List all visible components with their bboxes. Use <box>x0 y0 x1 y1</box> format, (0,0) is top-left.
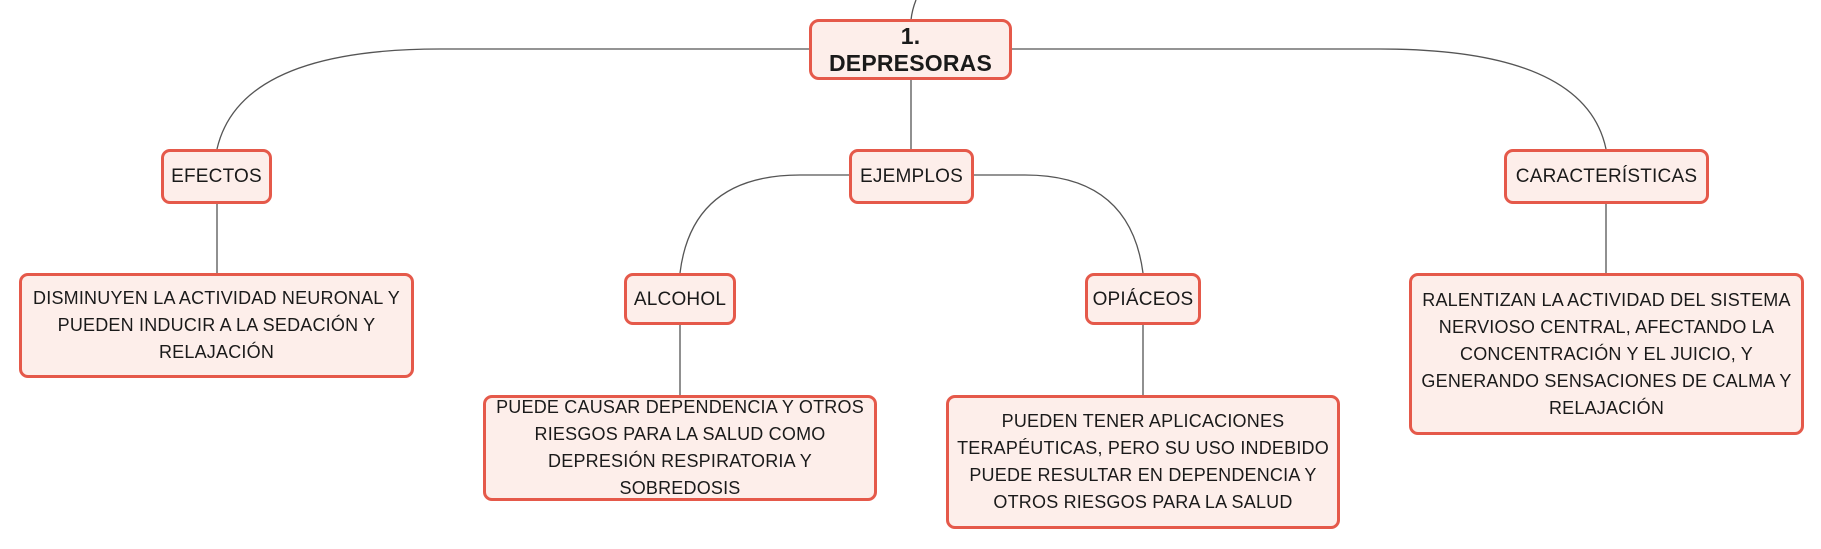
efectos-description: DISMINUYEN LA ACTIVIDAD NEURONAL Y PUEDE… <box>33 288 400 362</box>
efectos-label: EFECTOS <box>171 166 262 187</box>
caracteristicas-description-node[interactable]: RALENTIZAN LA ACTIVIDAD DEL SISTEMA NERV… <box>1409 273 1804 435</box>
connector-ejemplos-alcohol <box>679 174 852 274</box>
connector-parent-to-root <box>910 0 917 21</box>
caracteristicas-label: CARACTERÍSTICAS <box>1515 166 1698 187</box>
alcohol-description-node[interactable]: PUEDE CAUSAR DEPENDENCIA Y OTROS RIESGOS… <box>483 395 877 501</box>
root-label: 1. DEPRESORAS <box>828 22 993 76</box>
caracteristicas-node[interactable]: CARACTERÍSTICAS <box>1504 149 1709 204</box>
alcohol-description: PUEDE CAUSAR DEPENDENCIA Y OTROS RIESGOS… <box>496 397 864 498</box>
opiaceos-label: OPIÁCEOS <box>1092 288 1194 310</box>
connector-root-caracteristicas <box>1012 48 1607 150</box>
efectos-node[interactable]: EFECTOS <box>161 149 272 204</box>
ejemplos-label: EJEMPLOS <box>860 166 963 187</box>
opiaceos-node[interactable]: OPIÁCEOS <box>1085 273 1201 325</box>
ejemplos-node[interactable]: EJEMPLOS <box>849 149 974 204</box>
alcohol-label: ALCOHOL <box>633 288 727 310</box>
connector-root-efectos <box>216 48 809 150</box>
caracteristicas-description: RALENTIZAN LA ACTIVIDAD DEL SISTEMA NERV… <box>1421 289 1792 418</box>
root-node[interactable]: 1. DEPRESORAS <box>809 19 1012 80</box>
connector-ejemplos-opiaceos <box>970 174 1144 274</box>
opiaceos-description: PUEDEN TENER APLICACIONES TERAPÉUTICAS, … <box>957 411 1329 512</box>
alcohol-node[interactable]: ALCOHOL <box>624 273 736 325</box>
opiaceos-description-node[interactable]: PUEDEN TENER APLICACIONES TERAPÉUTICAS, … <box>946 395 1340 529</box>
efectos-description-node[interactable]: DISMINUYEN LA ACTIVIDAD NEURONAL Y PUEDE… <box>19 273 414 378</box>
